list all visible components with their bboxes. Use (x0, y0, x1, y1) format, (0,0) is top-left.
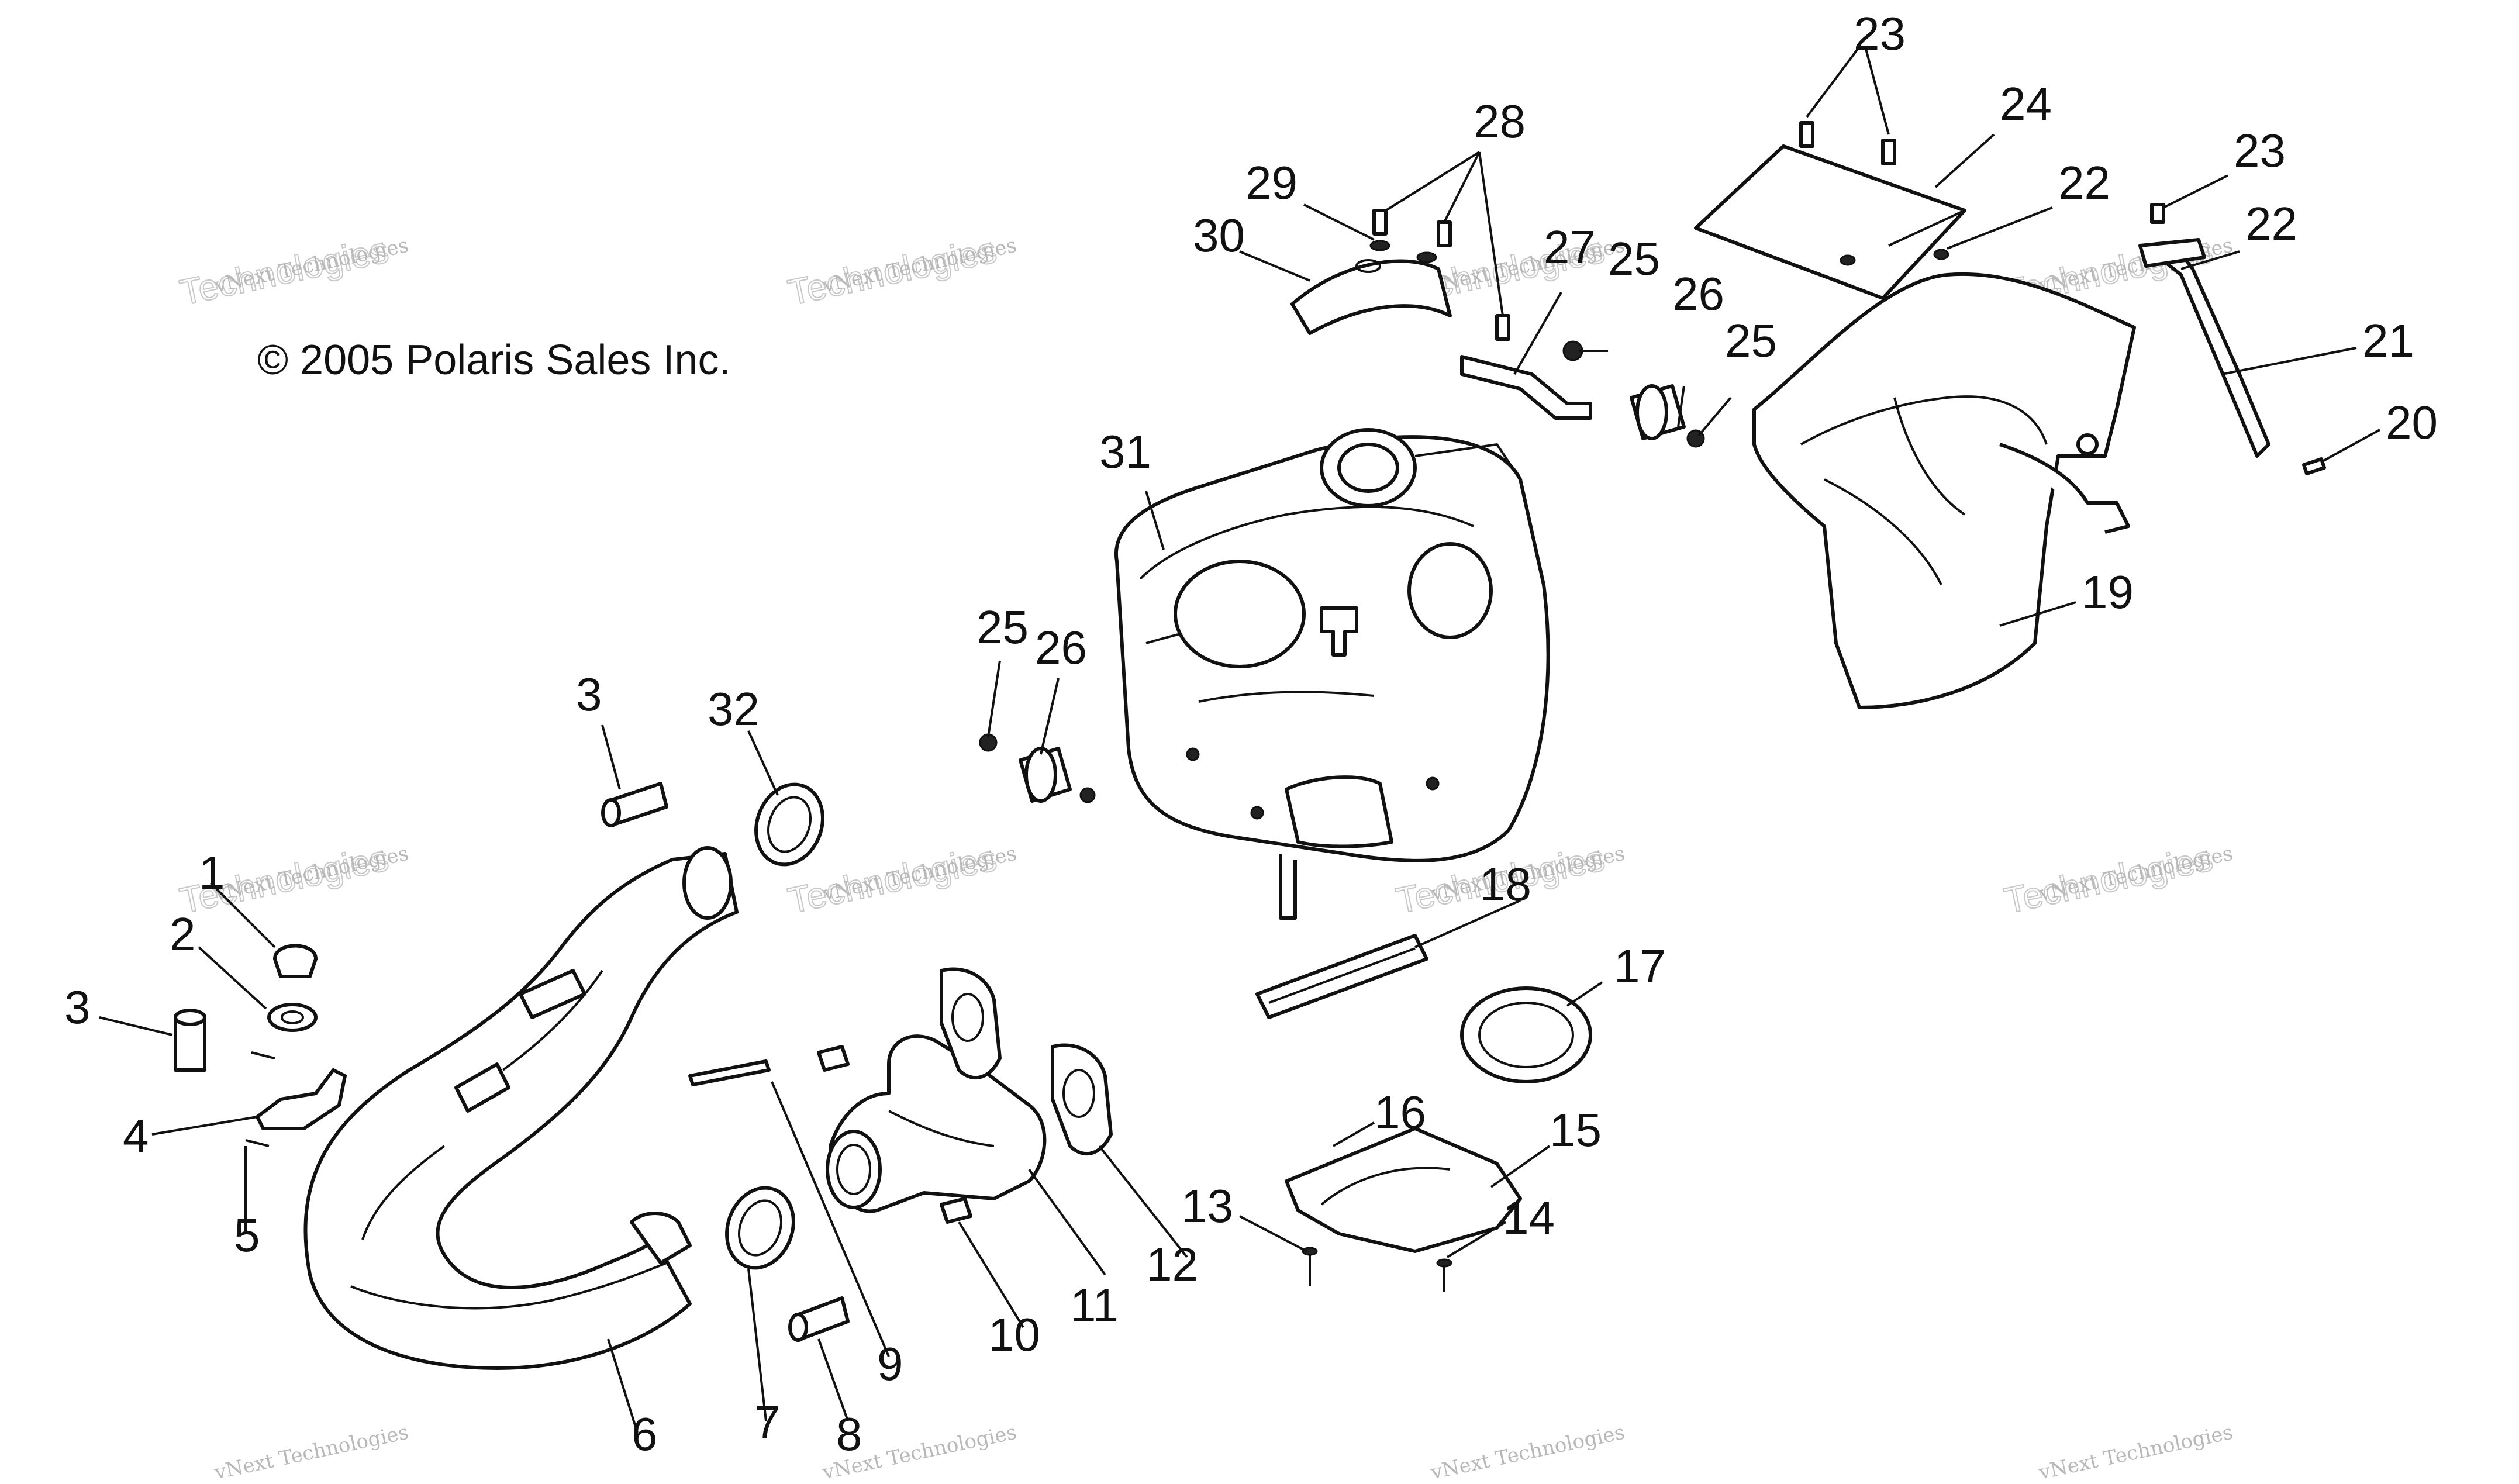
manifold-part-11 (826, 1034, 1047, 1213)
callout-19: 19 (2082, 566, 2134, 618)
callout-16: 16 (1374, 1086, 1426, 1138)
callout-22: 22 (2245, 198, 2297, 250)
gasket-upper (940, 967, 1002, 1079)
callout-12: 12 (1146, 1238, 1198, 1290)
callout-8: 8 (836, 1408, 862, 1460)
seal-ring-part-17 (1460, 986, 1592, 1083)
callout-6: 6 (632, 1408, 658, 1460)
heat-shield-plate-part-24 (1694, 144, 1966, 300)
callout-4: 4 (123, 1110, 149, 1162)
bolt-part-10 (817, 1045, 972, 1224)
ring-clamp-part-7 (725, 1186, 795, 1270)
spring-part-3-left (174, 1009, 206, 1072)
strip-part-18 (1255, 934, 1428, 1019)
sensor-part-9 (688, 1059, 771, 1086)
callout-23: 23 (1854, 8, 1906, 60)
callout-22: 22 (2058, 157, 2110, 209)
washer-part-29 (1369, 240, 1437, 263)
washer-part-2 (267, 1003, 318, 1032)
callout-1: 1 (199, 847, 225, 899)
callout-31: 31 (1099, 426, 1151, 478)
callout-15: 15 (1550, 1104, 1602, 1156)
heat-shield-part-19 (1752, 272, 2136, 709)
callout-25: 25 (1608, 233, 1660, 285)
isolator-part-26-lower (1019, 747, 1072, 803)
watermark-text: vNext Technologies (1428, 1420, 1627, 1484)
nut-part-25-c (979, 733, 998, 752)
callout-13: 13 (1181, 1180, 1233, 1232)
callout-23: 23 (2234, 125, 2286, 177)
callout-26: 26 (1672, 268, 1724, 320)
callout-3: 3 (576, 668, 602, 720)
callout-27: 27 (1544, 221, 1596, 273)
callout-17: 17 (1614, 940, 1666, 992)
callout-29: 29 (1245, 157, 1298, 209)
callout-10: 10 (988, 1309, 1040, 1361)
bracket-rod-part-21 (2138, 238, 2270, 458)
callout-25: 25 (976, 601, 1029, 653)
callout-28: 28 (1474, 95, 1526, 147)
heat-cover-part-30 (1290, 259, 1452, 335)
callout-26: 26 (1035, 622, 1087, 674)
callout-25: 25 (1725, 315, 1777, 367)
callout-24: 24 (2000, 78, 2052, 130)
watermark-text: vNext Technologies (212, 1420, 411, 1484)
gasket-part-12 (1051, 1043, 1113, 1155)
bracket-part-4 (256, 1068, 347, 1130)
bracket-part-27 (1460, 355, 1592, 420)
bolt-part-5 (245, 1051, 275, 1147)
bolt-part-13 (1302, 1247, 1318, 1286)
bolt-part-20 (2302, 457, 2326, 475)
callout-30: 30 (1193, 209, 1245, 261)
washer-part-22 (1840, 249, 1949, 266)
callout-32: 32 (708, 683, 760, 735)
callout-21: 21 (2362, 315, 2414, 367)
callout-9: 9 (877, 1338, 903, 1390)
leader-lines (99, 46, 2380, 1433)
nut-part-25-d (1079, 787, 1096, 803)
callout-14: 14 (1503, 1192, 1555, 1244)
callout-7: 7 (754, 1396, 781, 1448)
callout-20: 20 (2386, 396, 2438, 448)
spring-part-8 (788, 1296, 850, 1342)
lower-shield-part-15 (1285, 1127, 1522, 1253)
bolt-part-23 (1799, 121, 2165, 224)
bolt-part-14 (1436, 1258, 1452, 1292)
callout-3: 3 (64, 981, 91, 1033)
callout-11: 11 (1070, 1279, 1119, 1331)
ring-clamp-part-32 (754, 782, 824, 867)
callout-5: 5 (234, 1209, 260, 1261)
copyright-notice: © 2005 Polaris Sales Inc. (257, 337, 730, 384)
isolator-part-26-upper (1630, 384, 1686, 440)
bolt-part-28 (1372, 209, 1510, 341)
cap-part-1 (273, 944, 318, 978)
exhaust-pipe-part-6 (303, 846, 739, 1370)
callout-2: 2 (170, 908, 196, 960)
callout-labels: 1 2 3 3 4 5 6 7 8 9 10 11 12 13 14 15 16… (64, 8, 2438, 1460)
spring-part-3-upper (601, 782, 668, 827)
muffler-part-31 (1114, 428, 1550, 920)
callout-18: 18 (1479, 858, 1531, 910)
watermark-text: vNext Technologies (2037, 1420, 2235, 1484)
